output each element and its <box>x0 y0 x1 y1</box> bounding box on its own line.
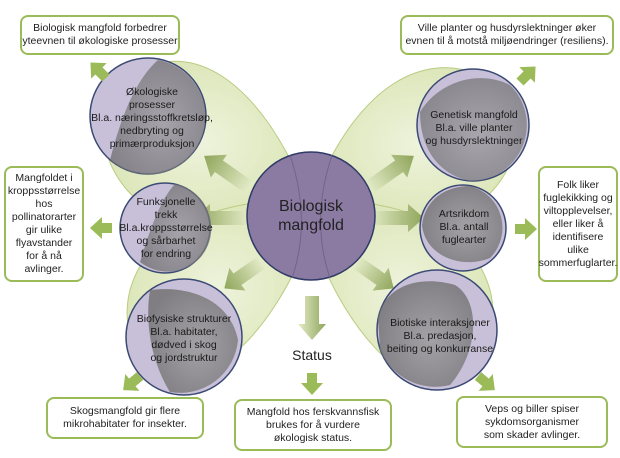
status-label: Status <box>292 347 332 363</box>
box-okologiske-prosesser: Biologisk mangfold forbedrer yteevnen ti… <box>20 15 180 55</box>
node-label-funksjonelle-trekk: Funksjonelle trekk Bl.a.kroppsstørrelse … <box>119 195 213 260</box>
node-okologiske-prosesser <box>89 57 207 175</box>
node-label-biofysiske-strukturer: Biofysiske strukturer Bl.a. habitater, d… <box>136 313 232 364</box>
node-label-artsrikdom: Artsrikdom Bl.a. antall fuglearter <box>438 207 490 246</box>
center-label: Biologisk mangfold <box>278 198 344 234</box>
node-funksjonelle-trekk <box>119 182 212 274</box>
box-status: Mangfold hos ferskvannsfisk brukes for å… <box>234 399 392 451</box>
arrow-genetisk-to-box <box>516 66 536 86</box>
arrow-center-to-biofysiske <box>224 256 267 291</box>
node-biofysiske-strukturer <box>125 278 243 396</box>
arrow-okologiske-to-box <box>90 62 110 82</box>
arrow-biotiske-to-box <box>474 372 495 391</box>
node-biotiske-interaksjoner <box>376 269 498 391</box>
arrow-center-to-okologiske <box>204 154 255 194</box>
node-genetisk-mangfold <box>416 68 530 182</box>
box-funksjonelle-trekk: Mangfoldet i kroppsstørrelse hos pollina… <box>4 166 84 282</box>
arrow-center-to-status <box>298 296 326 340</box>
center-circle <box>246 151 376 281</box>
node-label-genetisk-mangfold: Genetisk mangfold Bl.a. ville planter og… <box>425 108 523 147</box>
box-artsrikdom: Folk liker fuglekikking og viltopplevels… <box>538 166 618 282</box>
arrow-status-to-box <box>301 373 323 395</box>
arrow-funksjonelle-to-box <box>90 217 112 239</box>
box-biotiske-interaksjoner: Veps og biller spiser sykdomsorganismer … <box>456 396 608 448</box>
arrow-center-to-genetisk <box>363 154 414 194</box>
arrow-biofysiske-to-box <box>123 372 144 391</box>
node-label-okologiske-prosesser: Økologiske prosesser Bl.a. næringsstoffk… <box>91 85 213 150</box>
arrow-artsrikdom-to-box <box>515 218 537 240</box>
node-artsrikdom <box>419 184 507 272</box>
box-biofysiske-strukturer: Skogsmangfold gir flere mikrohabitater f… <box>46 397 204 439</box>
arrow-center-to-artsrikdom <box>368 204 424 232</box>
box-genetisk-mangfold: Ville planter og husdyrslektninger øker … <box>400 15 614 55</box>
node-label-biotiske-interaksjoner: Biotiske interaksjoner Bl.a. predasjon, … <box>386 316 494 355</box>
arrow-center-to-biotiske <box>351 256 394 291</box>
